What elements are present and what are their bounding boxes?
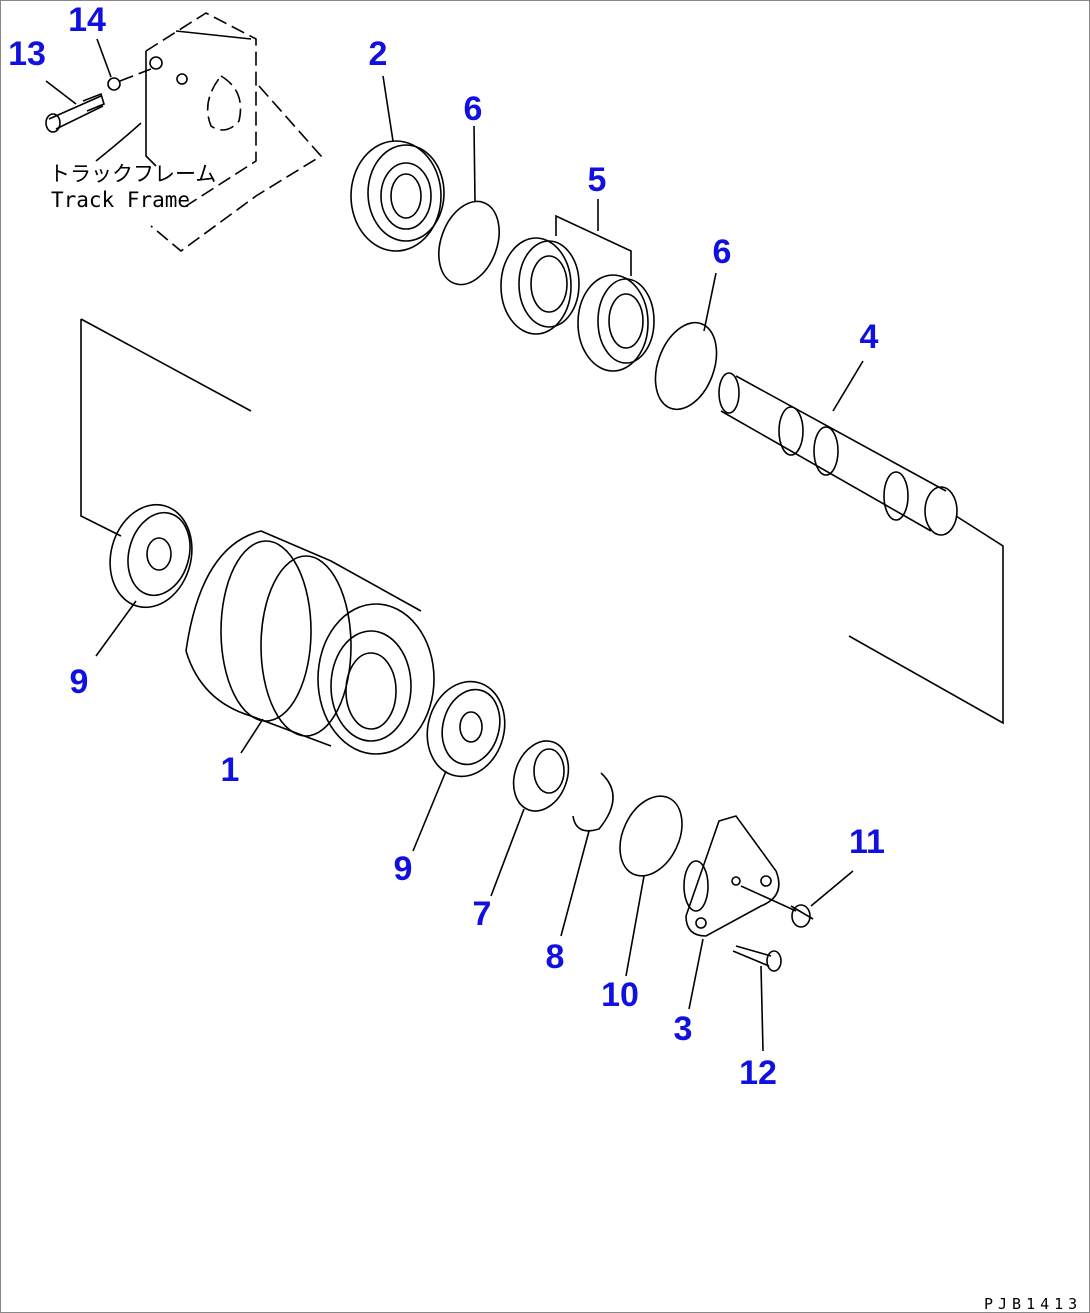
roller-1 (185, 530, 435, 755)
track-frame (95, 12, 323, 253)
callout-9b: 9 (394, 850, 413, 888)
o-ring-10 (619, 795, 683, 877)
callout-12: 12 (739, 1054, 777, 1092)
o-ring-6 (438, 200, 500, 286)
callout-10: 10 (601, 976, 639, 1014)
washer-14 (107, 77, 121, 91)
callout-6b: 6 (713, 233, 732, 271)
floating-seal-2 (350, 140, 445, 252)
bolt-13 (45, 92, 105, 133)
callout-11: 11 (849, 823, 885, 861)
drawing-code: PJB1413 (984, 1295, 1082, 1313)
shaft-4 (718, 372, 958, 536)
seal-set-5 (500, 214, 655, 372)
callout-5: 5 (588, 161, 607, 199)
cover-3 (683, 815, 780, 937)
guide-line-right (848, 515, 1004, 725)
callout-1: 1 (221, 751, 240, 789)
ring-8 (572, 772, 614, 832)
nut-7 (512, 740, 570, 812)
callout-9: 9 (70, 663, 89, 701)
callout-6: 6 (464, 90, 483, 128)
track-frame-label-en: Track Frame (51, 188, 190, 212)
callout-3: 3 (674, 1010, 693, 1048)
bearing-9b (426, 680, 506, 778)
bearing-9 (109, 503, 193, 609)
callout-4: 4 (860, 318, 879, 356)
leader-lines (45, 38, 864, 1052)
bolt-12 (732, 945, 772, 967)
callout-13: 13 (8, 35, 46, 73)
bolt-11-head (791, 904, 811, 928)
track-frame-label-jp: トラックフレーム (49, 162, 216, 186)
callout-8: 8 (546, 938, 565, 976)
o-ring-6b (654, 321, 718, 411)
guide-line-left (80, 318, 252, 537)
callout-7: 7 (473, 895, 492, 933)
callout-2: 2 (369, 35, 388, 73)
callout-14: 14 (68, 1, 106, 39)
bolt-12-head (766, 950, 782, 972)
